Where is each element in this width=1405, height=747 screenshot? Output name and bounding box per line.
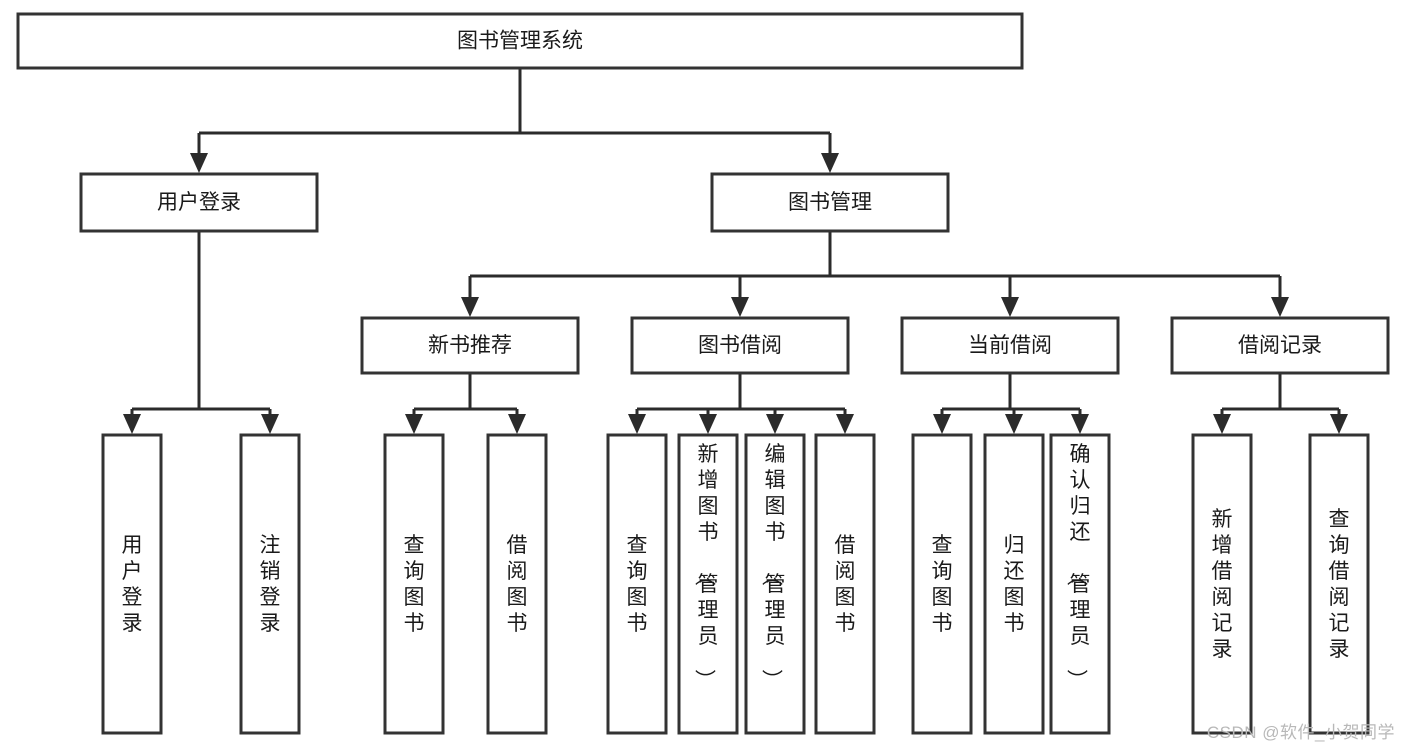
node-leaf-query-record-label: 查询借阅记录 [1329,508,1350,661]
node-user-login[interactable]: 用户登录 [79,172,319,233]
arrow-down-icon-level2-0 [190,153,208,173]
node-layer: 图书管理系统用户登录图书管理新书推荐图书借阅当前借阅借阅记录用户登录注销登录查询… [16,12,1390,735]
node-leaf-query-book-1-label: 查询图书 [404,534,425,635]
node-leaf-return-book-rect[interactable] [983,433,1045,735]
node-leaf-query-book-3-label: 查询图书 [932,534,953,635]
node-leaf-edit-book-label: 编辑图书（管理员） [760,443,786,690]
node-leaf-confirm-return-label: 确认归还（管理员） [1065,443,1091,690]
arrow-down-icon-level3-3 [1271,297,1289,317]
arrow-down-icon-leaf-borrow-book-2 [836,414,854,434]
node-leaf-return-book[interactable]: 归还图书 [983,433,1045,735]
arrow-down-icon-leaf-confirm-return [1071,414,1089,434]
node-leaf-add-book-label: 新增图书（管理员） [693,443,719,690]
node-book-borrow-label: 图书借阅 [698,334,782,357]
node-leaf-query-book-1[interactable]: 查询图书 [383,433,445,735]
node-leaf-return-book-label: 归还图书 [1004,534,1025,635]
node-leaf-add-record[interactable]: 新增借阅记录 [1191,433,1253,735]
arrow-down-icon-leaf-return-book [1005,414,1023,434]
arrow-down-icon-leaf-user-login [123,414,141,434]
arrow-down-icon-leaf-edit-book [766,414,784,434]
node-new-book-recommend[interactable]: 新书推荐 [360,316,580,375]
node-borrow-record-label: 借阅记录 [1238,334,1322,357]
arrow-down-icon-level3-1 [731,297,749,317]
arrow-down-icon-leaf-query-book-3 [933,414,951,434]
node-leaf-add-book[interactable]: 新增图书（管理员） [677,433,739,735]
node-leaf-edit-book-rect[interactable] [744,433,806,735]
connector-layer [123,68,1348,434]
node-leaf-borrow-book-2-rect[interactable] [814,433,876,735]
node-user-login-rect[interactable] [79,172,319,233]
node-book-manage[interactable]: 图书管理 [710,172,950,233]
node-leaf-add-record-rect[interactable] [1191,433,1253,735]
arrow-down-icon-leaf-borrow-book-1 [508,414,526,434]
node-leaf-query-book-2-rect[interactable] [606,433,668,735]
arrow-down-icon-leaf-query-book-1 [405,414,423,434]
node-book-borrow-rect[interactable] [630,316,850,375]
node-root-system-label: 图书管理系统 [457,30,583,53]
arrow-down-icon-level3-0 [461,297,479,317]
node-leaf-user-logout[interactable]: 注销登录 [239,433,301,735]
node-leaf-user-login-label: 用户登录 [122,534,143,635]
arrow-down-icon-leaf-add-book [699,414,717,434]
node-leaf-confirm-return-rect[interactable] [1049,433,1111,735]
node-current-borrow-label: 当前借阅 [968,334,1052,357]
node-user-login-label: 用户登录 [157,191,241,214]
node-current-borrow-rect[interactable] [900,316,1120,375]
node-leaf-query-record-rect[interactable] [1308,433,1370,735]
node-borrow-record[interactable]: 借阅记录 [1170,316,1390,375]
node-leaf-borrow-book-1-rect[interactable] [486,433,548,735]
node-leaf-query-book-1-rect[interactable] [383,433,445,735]
arrow-down-icon-level3-2 [1001,297,1019,317]
node-leaf-user-login-rect[interactable] [101,433,163,735]
arrow-down-icon-leaf-query-book-2 [628,414,646,434]
node-root-system[interactable]: 图书管理系统 [16,12,1024,70]
node-leaf-borrow-book-1-label: 借阅图书 [507,534,528,635]
node-leaf-edit-book[interactable]: 编辑图书（管理员） [744,433,806,735]
node-leaf-borrow-book-2-label: 借阅图书 [835,534,856,635]
node-leaf-query-book-3[interactable]: 查询图书 [911,433,973,735]
node-leaf-borrow-book-2[interactable]: 借阅图书 [814,433,876,735]
node-current-borrow[interactable]: 当前借阅 [900,316,1120,375]
arrow-down-icon-level2-1 [821,153,839,173]
arrow-down-icon-leaf-user-logout [261,414,279,434]
node-leaf-add-record-label: 新增借阅记录 [1212,508,1233,661]
node-book-manage-label: 图书管理 [788,191,872,214]
node-leaf-query-book-3-rect[interactable] [911,433,973,735]
node-leaf-query-record[interactable]: 查询借阅记录 [1308,433,1370,735]
node-leaf-add-book-rect[interactable] [677,433,739,735]
node-leaf-borrow-book-1[interactable]: 借阅图书 [486,433,548,735]
arrow-down-icon-leaf-query-record [1330,414,1348,434]
node-book-borrow[interactable]: 图书借阅 [630,316,850,375]
node-leaf-user-login[interactable]: 用户登录 [101,433,163,735]
node-borrow-record-rect[interactable] [1170,316,1390,375]
node-new-book-recommend-label: 新书推荐 [428,334,512,357]
node-leaf-confirm-return[interactable]: 确认归还（管理员） [1049,433,1111,735]
node-leaf-query-book-2[interactable]: 查询图书 [606,433,668,735]
node-new-book-recommend-rect[interactable] [360,316,580,375]
node-leaf-query-book-2-label: 查询图书 [627,534,648,635]
node-leaf-user-logout-rect[interactable] [239,433,301,735]
node-book-manage-rect[interactable] [710,172,950,233]
csdn-watermark: CSDN @软件_小贺同学 [1206,723,1395,742]
node-root-system-rect[interactable] [16,12,1024,70]
node-leaf-user-logout-label: 注销登录 [260,534,281,635]
arrow-down-icon-leaf-add-record [1213,414,1231,434]
